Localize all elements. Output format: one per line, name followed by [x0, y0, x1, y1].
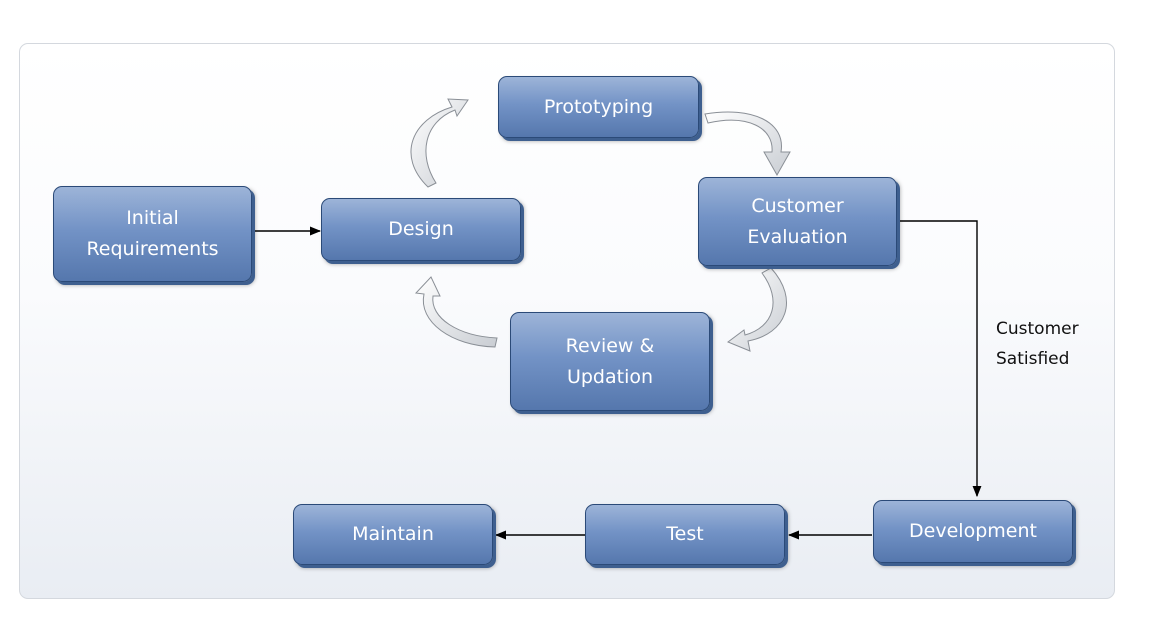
node-customer-evaluation[interactable]: Customer Evaluation — [698, 177, 897, 266]
curved-arrow-design-to-prototyping — [410, 98, 469, 188]
curved-arrow-prototyping-to-evaluation — [704, 111, 791, 177]
curved-arrow-evaluation-to-review — [726, 267, 787, 352]
node-maintain[interactable]: Maintain — [293, 504, 493, 565]
node-review-updation[interactable]: Review & Updation — [510, 312, 710, 411]
node-initial-requirements[interactable]: Initial Requirements — [53, 186, 252, 282]
edge-label-customer-satisfied: Customer Satisfied — [996, 319, 1079, 369]
node-development[interactable]: Development — [873, 500, 1073, 563]
node-design[interactable]: Design — [321, 198, 521, 261]
arrow-evaluation-to-development — [897, 220, 982, 498]
node-prototyping[interactable]: Prototyping — [498, 76, 699, 138]
node-test[interactable]: Test — [585, 504, 785, 565]
curved-arrow-review-to-design — [414, 276, 498, 348]
